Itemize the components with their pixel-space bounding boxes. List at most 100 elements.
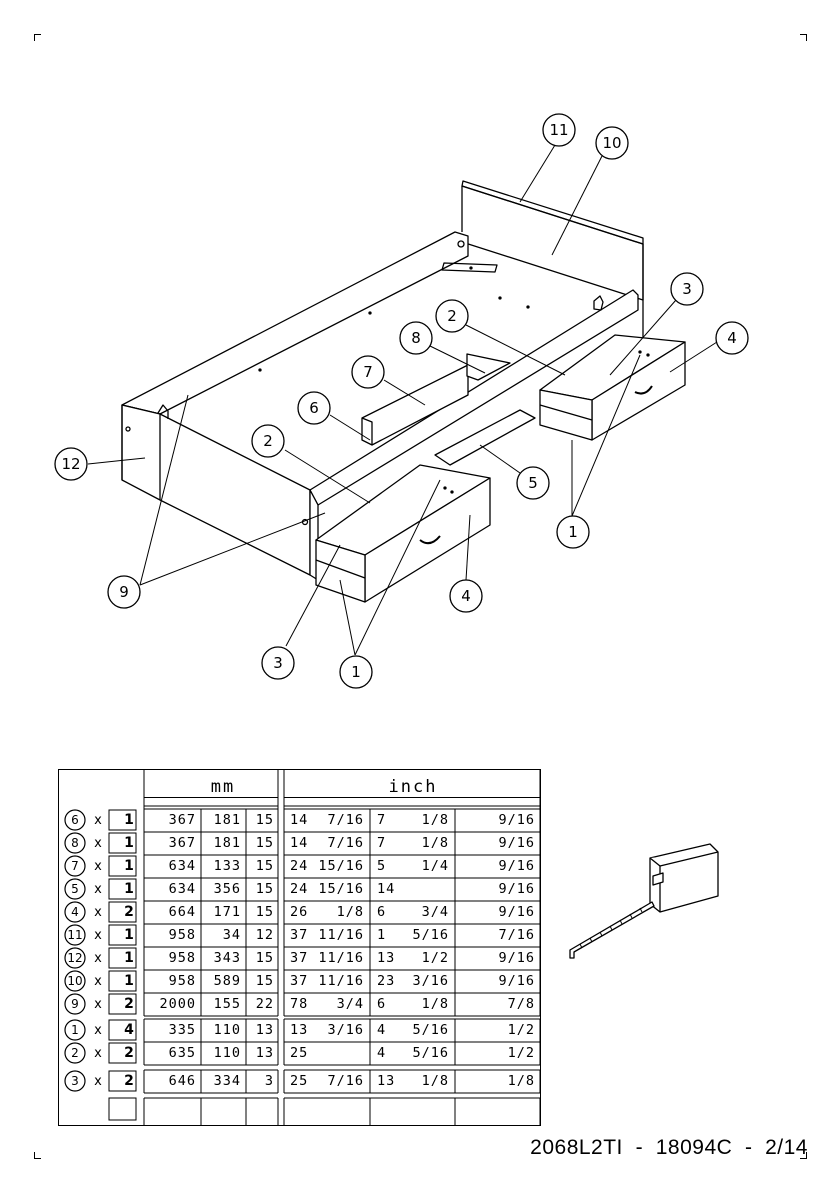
dimension-inch: 13 [290, 1022, 308, 1038]
dimension-inch: 11/16 [318, 973, 364, 989]
svg-text:1: 1 [351, 663, 361, 681]
crop-mark-bottom-right [800, 1152, 807, 1159]
svg-text:2: 2 [263, 432, 273, 450]
dimension-inch: 13 [377, 950, 395, 966]
dimension-inch: 4 [377, 1045, 386, 1061]
quantity: 2 [124, 1045, 134, 1061]
dimension-mm: 12 [256, 927, 274, 943]
callout-4-right: 4 [715, 321, 749, 355]
times-sign: x [94, 836, 102, 851]
times-sign: x [94, 882, 102, 897]
part-number-badge [64, 1070, 86, 1092]
svg-text:4: 4 [727, 329, 737, 347]
dimension-inch: 3/16 [412, 973, 449, 989]
part-number: 10 [67, 974, 82, 988]
dimension-inch: 11/16 [318, 950, 364, 966]
dimension-mm: 155 [214, 996, 241, 1012]
dimension-inch: 1/2 [508, 1022, 535, 1038]
document-code: 2068L2TI - 18094C - 2/14 [530, 1136, 808, 1159]
dimension-inch: 9/16 [498, 950, 535, 966]
dimension-inch: 7/8 [508, 996, 535, 1012]
svg-text:11: 11 [549, 121, 568, 139]
part-number-badge [64, 1042, 86, 1064]
quantity: 1 [124, 835, 134, 851]
dimension-inch: 6 [377, 904, 386, 920]
dimension-mm: 356 [214, 881, 241, 897]
callout-1-right: 1 [556, 515, 590, 549]
dimension-inch: 24 [290, 858, 308, 874]
crop-mark-top-right [800, 34, 807, 41]
svg-text:1: 1 [568, 523, 578, 541]
callout-10: 10 [595, 126, 629, 160]
quantity: 1 [124, 950, 134, 966]
dimension-mm: 335 [169, 1022, 196, 1038]
dimension-inch: 37 [290, 973, 308, 989]
dimension-inch: 24 [290, 881, 308, 897]
drawer-right [539, 334, 686, 441]
dimension-inch: 6 [377, 996, 386, 1012]
dimension-mm: 664 [169, 904, 196, 920]
part-number-badge [64, 878, 86, 900]
dimension-mm: 635 [169, 1045, 196, 1061]
quantity: 1 [124, 973, 134, 989]
dimension-mm: 367 [169, 812, 196, 828]
part-number-badge [64, 809, 86, 831]
divider-panels [361, 353, 536, 466]
dimension-inch: 1/8 [337, 904, 364, 920]
dimension-inch: 15/16 [318, 881, 364, 897]
dimension-inch: 7/16 [327, 835, 364, 851]
svg-text:7: 7 [363, 363, 373, 381]
header-inch: inch [389, 777, 438, 797]
svg-text:12: 12 [61, 455, 80, 473]
dimension-inch: 3/4 [422, 904, 449, 920]
foot-panel [121, 404, 311, 576]
dimension-inch: 15/16 [318, 858, 364, 874]
part-number: 2 [71, 1046, 79, 1060]
svg-text:3: 3 [273, 654, 283, 672]
callout-2-right: 2 [435, 299, 469, 333]
leader-lines [87, 144, 718, 656]
svg-text:9: 9 [119, 583, 129, 601]
svg-text:6: 6 [309, 399, 319, 417]
quantity: 1 [124, 927, 134, 943]
part-number-badge [64, 970, 86, 992]
dimension-inch: 1/2 [422, 950, 449, 966]
quantity: 1 [124, 858, 134, 874]
callout-3-right: 3 [670, 272, 704, 306]
dimension-inch: 37 [290, 950, 308, 966]
tape-measure-icon [569, 843, 719, 959]
times-sign: x [94, 997, 102, 1012]
dimension-mm: 133 [214, 858, 241, 874]
svg-text:5: 5 [528, 474, 538, 492]
dimension-inch: 1/8 [508, 1073, 535, 1089]
dimension-mm: 110 [214, 1022, 241, 1038]
part-number: 4 [71, 905, 79, 919]
dimension-mm: 171 [214, 904, 241, 920]
dimension-inch: 1/2 [508, 1045, 535, 1061]
dimension-mm: 181 [214, 835, 241, 851]
part-number-badge [64, 1019, 86, 1041]
dimension-inch: 1/8 [422, 1073, 449, 1089]
svg-text:8: 8 [411, 329, 421, 347]
svg-text:3: 3 [682, 280, 692, 298]
dimension-inch: 7 [377, 812, 386, 828]
dimension-mm: 958 [169, 973, 196, 989]
dimension-mm: 181 [214, 812, 241, 828]
part-number: 3 [71, 1074, 79, 1088]
callout-6: 6 [297, 391, 331, 425]
headboard-panel [461, 180, 644, 340]
times-sign: x [94, 859, 102, 874]
svg-text:4: 4 [461, 587, 471, 605]
crop-mark-top-left [34, 34, 41, 41]
dimension-inch: 25 [290, 1073, 308, 1089]
dimension-inch: 7/16 [327, 1073, 364, 1089]
part-number: 5 [71, 882, 79, 896]
